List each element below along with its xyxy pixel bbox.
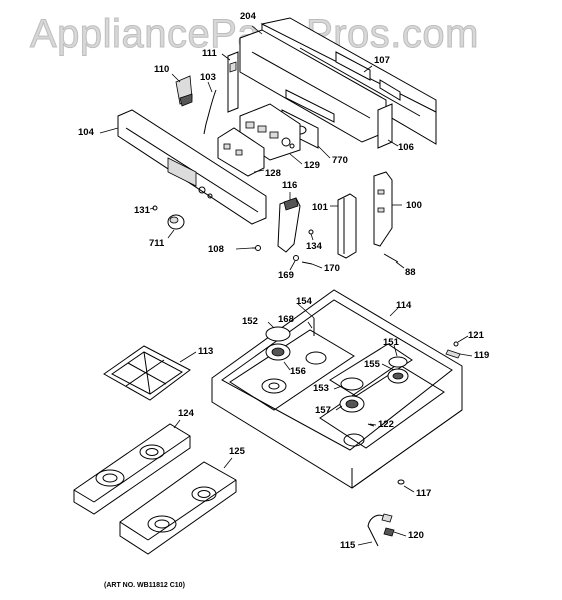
- overlay-128: [217, 127, 265, 177]
- screw-134: [308, 229, 314, 235]
- wire-harness-103: [203, 89, 217, 135]
- callout-155: 155: [364, 359, 380, 370]
- callout-110: 110: [154, 64, 170, 75]
- callout-113: 113: [198, 346, 214, 357]
- callout-124: 124: [178, 408, 194, 419]
- burner-left-front: [261, 378, 287, 394]
- callout-120: 120: [408, 530, 424, 541]
- screw-117: [397, 479, 405, 485]
- drip-pan-124: [73, 423, 191, 515]
- burner-right-front: [339, 395, 365, 447]
- callout-770: 770: [332, 155, 348, 166]
- callout-111: 111: [202, 48, 217, 59]
- screw-108: [252, 245, 261, 251]
- callout-121: 121: [468, 330, 484, 341]
- callout-114: 114: [396, 300, 412, 311]
- burner-center: [305, 351, 327, 365]
- end-cap-100: [373, 171, 393, 247]
- callout-134: 134: [306, 241, 322, 252]
- burner-cap-152: [265, 326, 291, 342]
- callout-119: 119: [474, 350, 490, 361]
- tube-115: [367, 513, 393, 547]
- callout-129: 129: [304, 160, 320, 171]
- art-number: (ART NO. WB11812 C10): [104, 582, 185, 589]
- burner-cap-153: [340, 377, 364, 391]
- spacer-88: [383, 253, 399, 263]
- clip-120: [383, 527, 395, 537]
- callout-115: 115: [340, 540, 356, 551]
- callout-104: 104: [78, 127, 94, 138]
- callout-170: 170: [324, 263, 340, 274]
- callout-131: 131: [134, 205, 150, 216]
- callout-103: 103: [200, 72, 216, 83]
- callout-168: 168: [278, 314, 294, 325]
- igniter-switch-110: [175, 75, 193, 107]
- callout-154: 154: [296, 296, 312, 307]
- screw-122: [367, 423, 375, 427]
- control-panel-104: [117, 109, 267, 225]
- callout-117: 117: [416, 488, 432, 499]
- burner-left-rear: [265, 343, 291, 361]
- callout-100: 100: [406, 200, 422, 211]
- callout-116: 116: [282, 180, 298, 191]
- callout-711: 711: [149, 238, 165, 249]
- callout-125: 125: [229, 446, 245, 457]
- callout-156: 156: [290, 366, 306, 377]
- drip-pan-125: [119, 461, 237, 555]
- callout-101: 101: [312, 202, 328, 213]
- grate-113: [103, 345, 191, 401]
- screw-121-119: [445, 341, 461, 359]
- screw-169-170: [293, 255, 313, 265]
- callout-106: 106: [398, 142, 414, 153]
- leader-lines: [99, 25, 473, 546]
- bracket-101: [337, 193, 357, 259]
- end-cap-116: [277, 197, 301, 253]
- burner-right-rear: [387, 368, 409, 384]
- callout-157: 157: [315, 405, 331, 416]
- callout-153: 153: [313, 383, 329, 394]
- callout-204: 204: [240, 11, 256, 22]
- burner-cap-151: [388, 356, 408, 368]
- callout-128: 128: [265, 168, 281, 179]
- callout-151: 151: [383, 337, 399, 348]
- callout-169: 169: [278, 270, 294, 281]
- callout-107: 107: [374, 55, 390, 66]
- callout-108: 108: [208, 244, 224, 255]
- side-bracket-111: [227, 51, 239, 113]
- callout-122: 122: [378, 419, 394, 430]
- callout-152: 152: [242, 316, 258, 327]
- knob-711: [152, 205, 185, 230]
- callout-88: 88: [405, 267, 416, 278]
